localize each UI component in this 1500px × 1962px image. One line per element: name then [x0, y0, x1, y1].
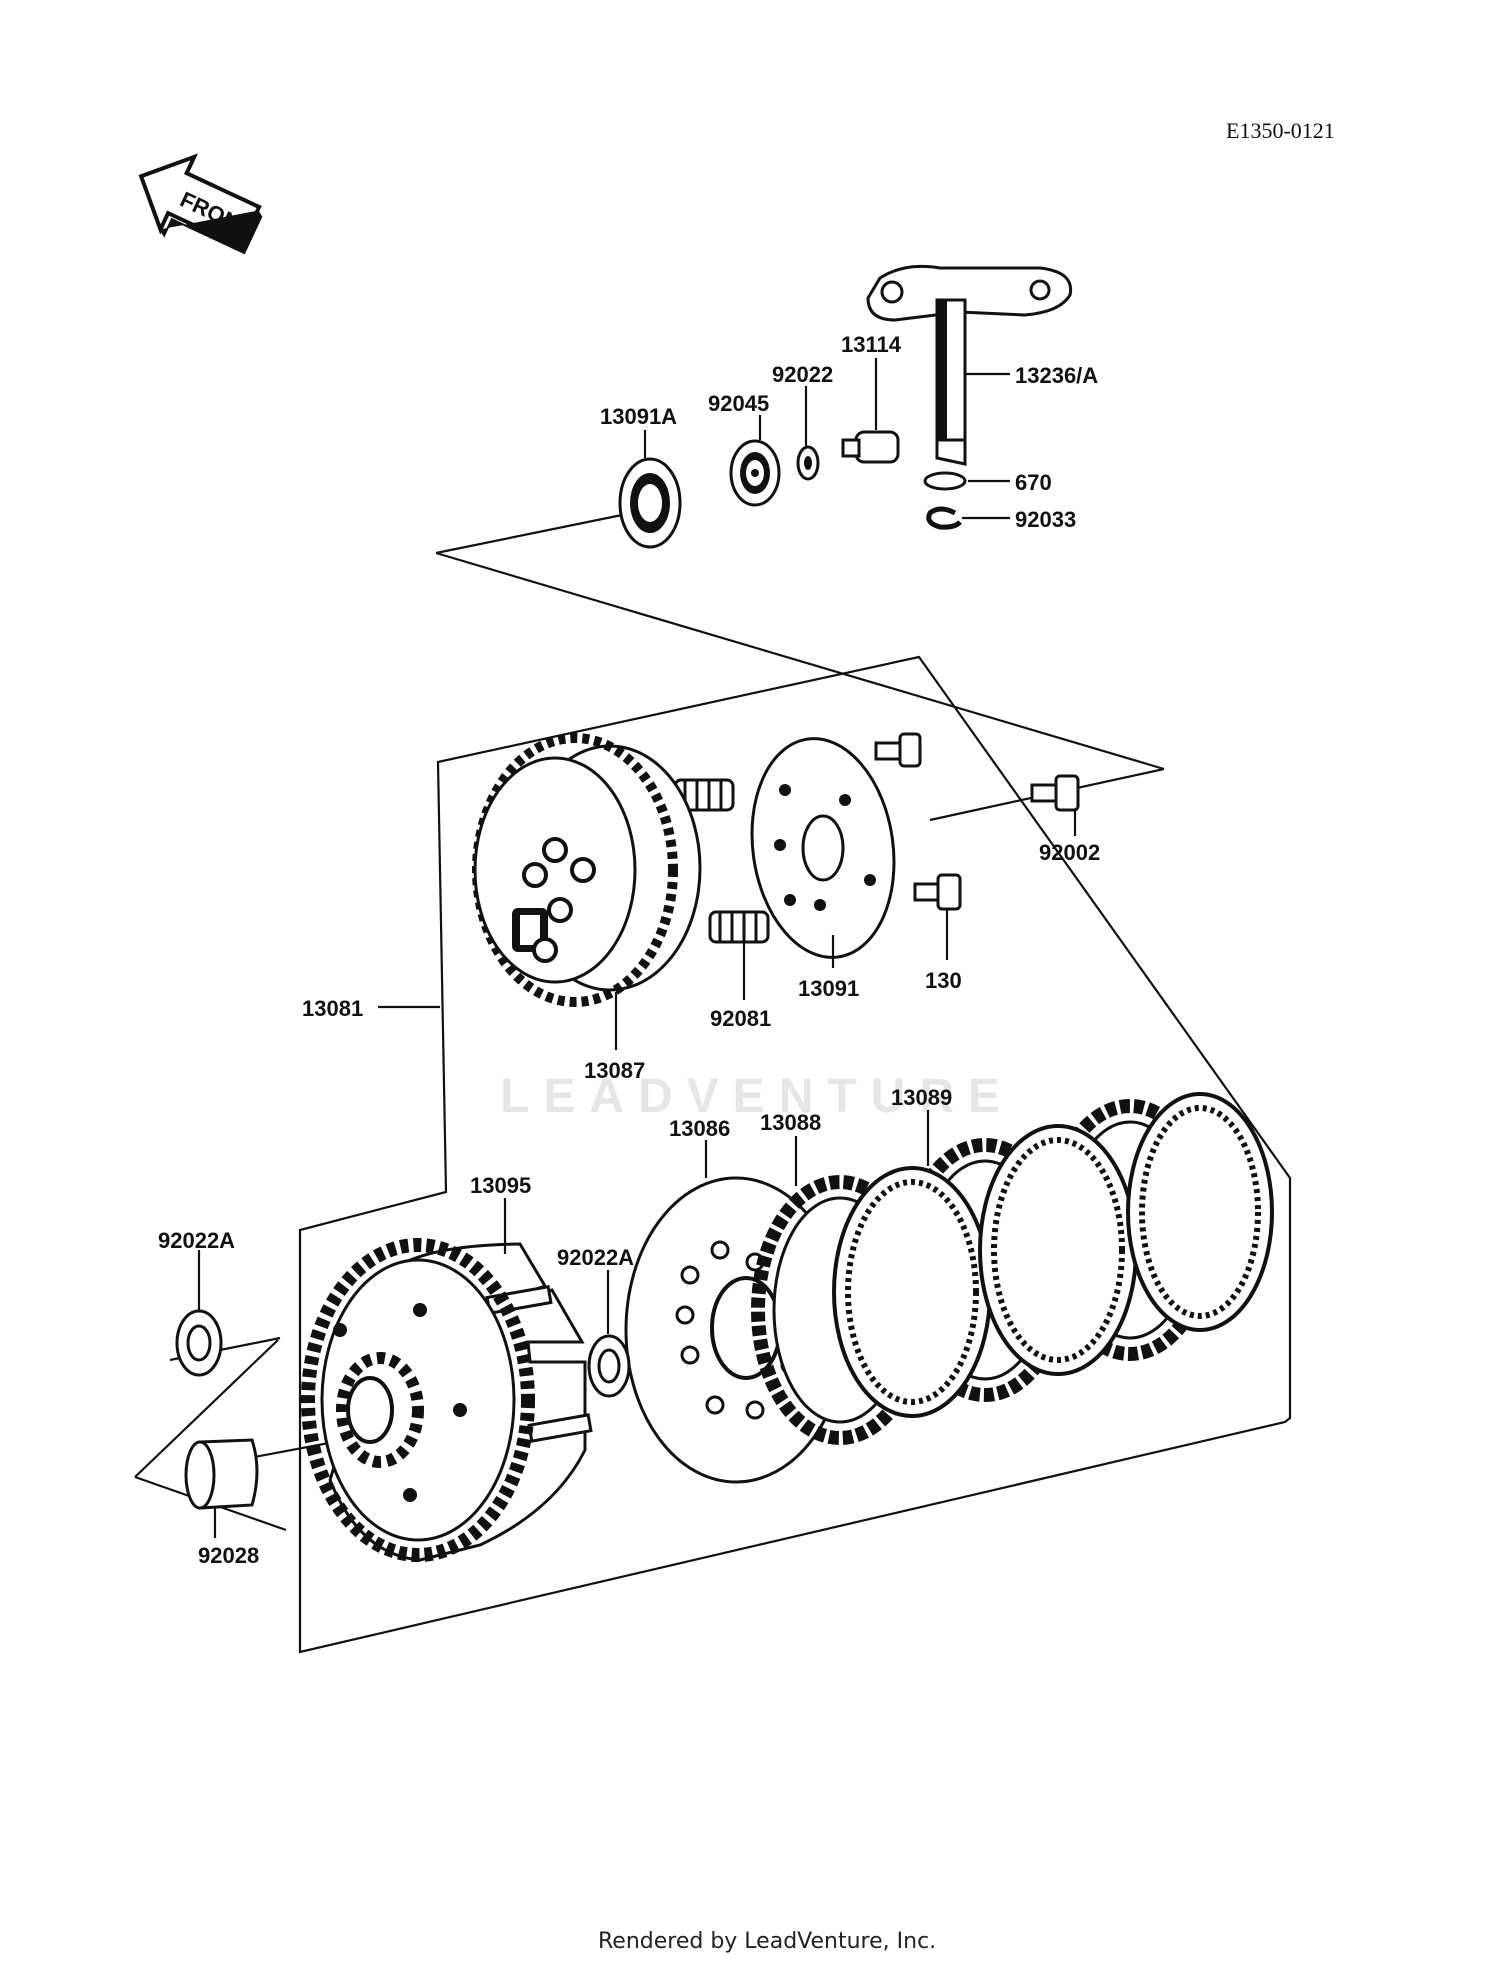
callout-13095: 13095	[470, 1173, 531, 1198]
callout-92002: 92002	[1039, 840, 1100, 865]
bolt-130	[913, 873, 962, 911]
callout-92022: 92022	[772, 362, 833, 387]
bolt-92002-top	[874, 732, 922, 768]
clutch-housing-13095	[301, 1238, 593, 1562]
callout-13088: 13088	[760, 1110, 821, 1135]
callout-13089: 13089	[891, 1085, 952, 1110]
callout-92045: 92045	[708, 391, 769, 416]
assembly-outline	[298, 655, 1292, 1654]
washer-92022a-left	[175, 1309, 223, 1377]
pushrod-13114	[841, 430, 900, 464]
release-shaft-13236a	[866, 264, 1073, 466]
callout-13114: 13114	[841, 332, 902, 357]
callout-92022a-mid: 92022A	[557, 1245, 634, 1270]
pressure-plate-13091	[750, 737, 896, 959]
footer-credit: Rendered by LeadVenture, Inc.	[598, 1929, 936, 1954]
callout-92081: 92081	[710, 1006, 771, 1031]
callout-92028: 92028	[198, 1543, 259, 1568]
bearing-92045	[729, 439, 781, 507]
callout-13087: 13087	[584, 1058, 645, 1083]
bolt-92002-right	[1030, 774, 1080, 812]
callout-92033: 92033	[1015, 507, 1076, 532]
callout-13236a: 13236/A	[1015, 363, 1098, 388]
callout-13091a: 13091A	[600, 404, 677, 429]
callout-92022a-left: 92022A	[158, 1228, 235, 1253]
oil-seal-13091a	[618, 457, 682, 549]
sleeve-92028	[184, 1438, 259, 1510]
front-arrow-icon: FRONT	[138, 153, 263, 255]
steel-plates-13089	[832, 1092, 1274, 1418]
washer-92022	[796, 445, 820, 481]
watermark: LEADVENTURE	[500, 1070, 1014, 1123]
circlip-92033	[926, 506, 962, 530]
callout-13081: 13081	[302, 996, 363, 1021]
callout-130: 130	[925, 968, 962, 993]
callout-13086: 13086	[669, 1116, 730, 1141]
callout-670: 670	[1015, 470, 1052, 495]
callout-13091: 13091	[798, 976, 859, 1001]
diagram-reference-code: E1350-0121	[1226, 118, 1335, 143]
spring-92081-bottom	[708, 910, 770, 944]
washer-92022a-mid	[587, 1334, 631, 1398]
washer-670	[923, 471, 967, 491]
clutch-hub-13087	[472, 733, 702, 1007]
